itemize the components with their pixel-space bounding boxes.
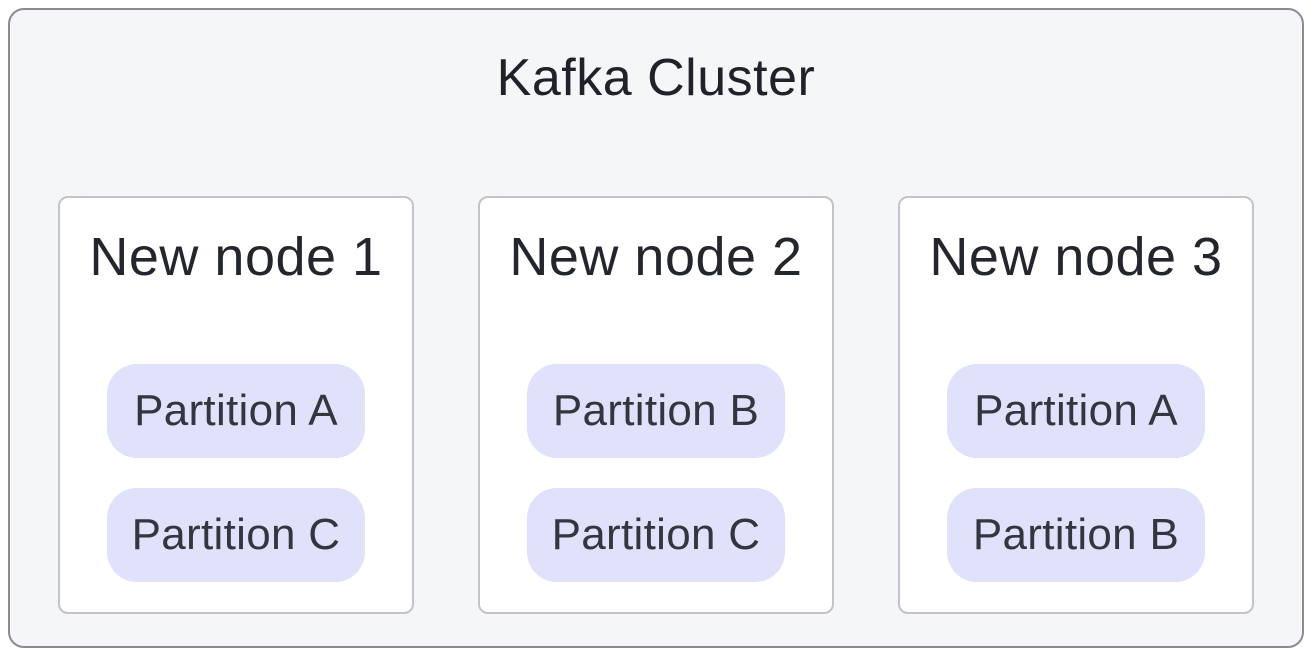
partition-pill: Partition B [527,364,785,458]
partition-pill: Partition B [947,488,1205,582]
partition-list: Partition B Partition C [527,364,785,582]
node-card-2: New node 2 Partition B Partition C [478,196,834,614]
partition-pill: Partition C [527,488,785,582]
node-card-3: New node 3 Partition A Partition B [898,196,1254,614]
partition-pill: Partition C [107,488,365,582]
nodes-row: New node 1 Partition A Partition C New n… [10,196,1302,614]
partition-pill: Partition A [947,364,1205,458]
node-title: New node 2 [509,227,803,287]
node-title: New node 3 [929,227,1223,287]
partition-list: Partition A Partition C [107,364,365,582]
cluster-container: Kafka Cluster New node 1 Partition A Par… [8,8,1304,648]
partition-list: Partition A Partition B [947,364,1205,582]
cluster-title: Kafka Cluster [496,49,816,107]
node-card-1: New node 1 Partition A Partition C [58,196,414,614]
node-title: New node 1 [89,227,383,287]
partition-pill: Partition A [107,364,365,458]
